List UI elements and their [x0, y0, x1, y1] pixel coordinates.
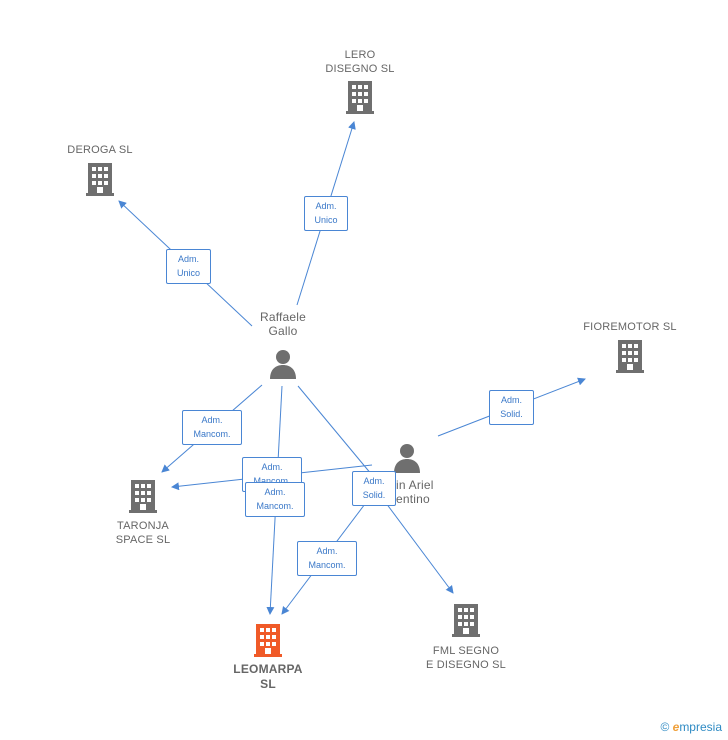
edge-label-fioremotor[interactable]: Adm. Solid.: [489, 390, 534, 425]
person-icon: [270, 350, 296, 379]
node-leomarpa-label: LEOMARPA SL: [233, 662, 303, 691]
edge-label-leomarpa-raffaele[interactable]: Adm. Mancom.: [245, 482, 305, 517]
node-lero[interactable]: LERO DISEGNO SL: [305, 48, 415, 115]
person-icon: [394, 444, 420, 473]
brand-logo-e: e: [672, 720, 680, 734]
building-icon: [346, 81, 374, 114]
node-fml-label: FML SEGNO E DISEGNO SL: [425, 645, 507, 671]
building-icon: [616, 340, 644, 373]
copyright-icon: ©: [660, 720, 670, 734]
node-deroga-label: DEROGA SL: [67, 144, 133, 156]
node-taronja-label: TARONJA SPACE SL: [115, 520, 171, 546]
node-taronja[interactable]: TARONJA SPACE SL: [88, 478, 198, 547]
edge-label-fml[interactable]: Adm. Solid.: [352, 471, 396, 506]
node-raffaele-label: Raffaele Gallo: [259, 310, 307, 338]
node-fioremotor[interactable]: FIOREMOTOR SL: [570, 320, 690, 374]
building-icon: [129, 480, 157, 513]
node-leomarpa[interactable]: LEOMARPA SL: [213, 622, 323, 692]
building-icon: [452, 604, 480, 637]
node-person2[interactable]: in Ariel entino: [392, 442, 452, 506]
node-lero-label: LERO DISEGNO SL: [325, 49, 395, 75]
edge-label-deroga[interactable]: Adm. Unico: [166, 249, 211, 284]
node-raffaele[interactable]: Raffaele Gallo: [240, 310, 326, 380]
node-fioremotor-label: FIOREMOTOR SL: [583, 321, 677, 333]
brand-footer: © empresia: [660, 720, 722, 734]
edge-label-taronja-raffaele[interactable]: Adm. Mancom.: [182, 410, 242, 445]
building-icon: [86, 163, 114, 196]
node-person2-label: in Ariel entino: [396, 478, 434, 506]
edge-label-lero[interactable]: Adm. Unico: [304, 196, 348, 231]
building-icon: [254, 624, 282, 657]
node-fml[interactable]: FML SEGNO E DISEGNO SL: [406, 602, 526, 672]
node-deroga[interactable]: DEROGA SL: [45, 143, 155, 197]
edge-raffaele-fml: [297, 385, 373, 476]
edge-label-leomarpa-person2[interactable]: Adm. Mancom.: [297, 541, 357, 576]
edge-person2-fml: [379, 494, 454, 594]
brand-logo-text: mpresia: [679, 720, 722, 734]
